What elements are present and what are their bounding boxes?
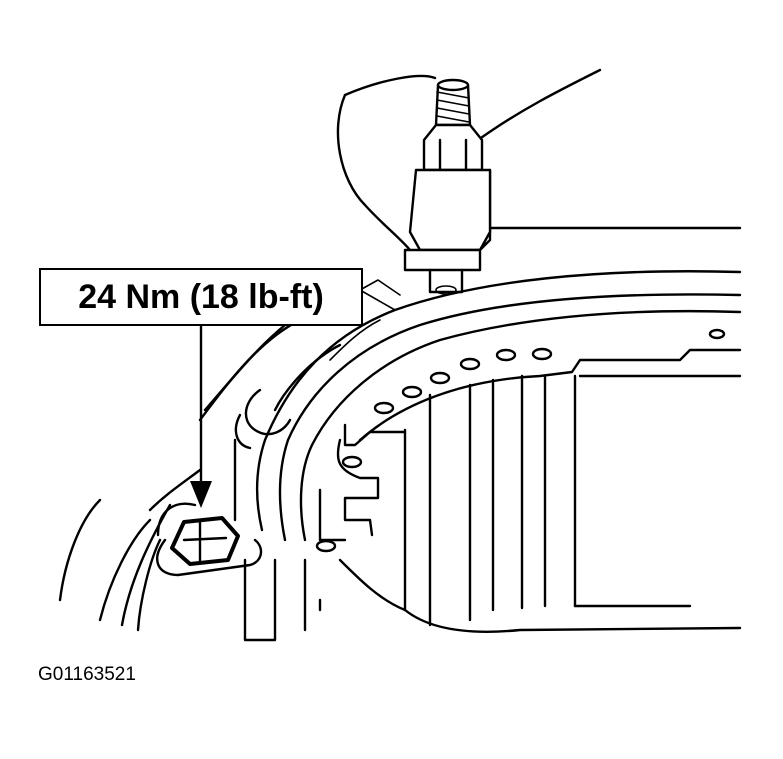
drain-plug [156,502,263,577]
upper-housing-bracket [336,68,742,262]
torque-spec-label: 24 Nm (18 lb-ft) [39,268,363,326]
leader-arrow [190,324,212,508]
flange-bolt-holes [315,328,726,553]
inner-bore [318,348,742,633]
threaded-stud [403,78,492,295]
figure-id-label: G01163521 [38,664,136,685]
